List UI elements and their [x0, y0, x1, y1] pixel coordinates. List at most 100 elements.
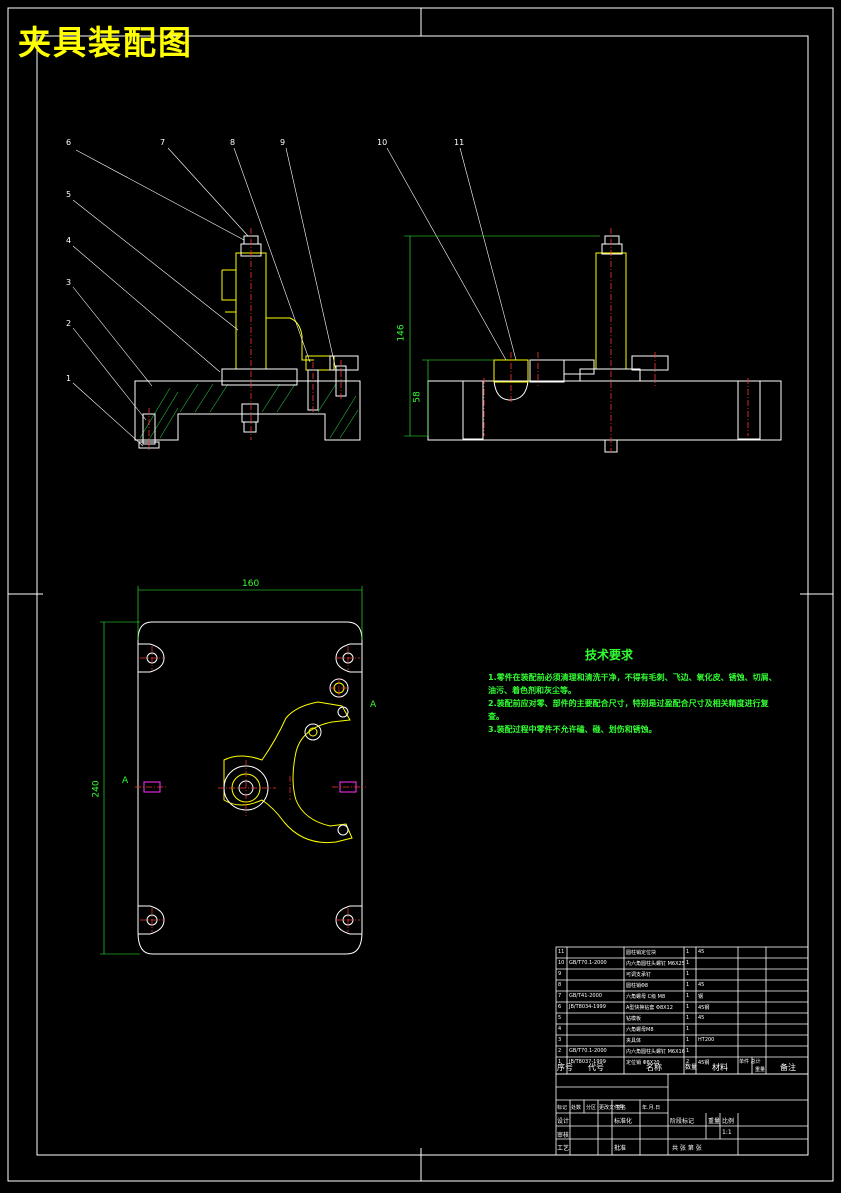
bom-cell: 内六角圆柱头螺钉 M6X25	[626, 961, 685, 967]
leader-9: 9	[280, 138, 286, 147]
bom-cell: 9	[558, 971, 562, 977]
bom-cell: 内六角圆柱头螺钉 M6X16	[626, 1049, 685, 1055]
bom-cell: 6	[558, 1004, 562, 1010]
bom-cell: 1	[686, 1004, 690, 1010]
section-mark-a-left: A	[122, 776, 129, 786]
bom-cell: JB/T8037-1999	[569, 1059, 606, 1065]
bom-header-weight: 单件 总计	[739, 1059, 761, 1065]
bom-cell: 圆柱销Φ8	[626, 983, 649, 989]
tb-process: 工艺	[557, 1145, 570, 1152]
bom-cell: 5	[558, 1015, 562, 1021]
dim-146: 146	[396, 324, 407, 342]
side-view	[427, 235, 782, 453]
bom-cell: A型快换钻套 Φ8X12	[626, 1005, 673, 1011]
bom-grid	[555, 946, 809, 1075]
bom-header-name: 名称	[646, 1063, 662, 1072]
bom-cell: 3	[558, 1037, 562, 1043]
tb-approve: 批准	[614, 1145, 627, 1152]
tb-design: 设计	[557, 1118, 570, 1125]
tb-std: 标准化	[614, 1118, 633, 1125]
side-view-dims	[404, 235, 600, 437]
side-view-leaders	[386, 147, 517, 361]
tech-line-5: 3.装配过程中零件不允许磕、碰、划伤和锈蚀。	[488, 725, 657, 734]
bom-cell: GB/T70.1-2000	[569, 1048, 607, 1054]
bom-cell: 11	[558, 949, 565, 955]
bom-header-code: 代号	[588, 1063, 604, 1072]
leader-7: 7	[160, 138, 166, 147]
bom-cell: 1	[686, 971, 690, 977]
leader-8: 8	[230, 138, 236, 147]
tech-requirements-title: 技术要求	[585, 648, 634, 662]
bom-cell: 钢	[698, 994, 704, 1000]
bom-cell: 2	[558, 1048, 562, 1054]
front-view-centerlines	[148, 228, 342, 452]
bom-header-material: 材料	[712, 1063, 728, 1072]
bom-cell: GB/T70.1-2000	[569, 960, 607, 966]
dim-58: 58	[412, 391, 423, 403]
tb-docno: 更改文件号	[599, 1105, 625, 1111]
bom-cell: 1	[686, 982, 690, 988]
bom-cell: 4	[558, 1026, 562, 1032]
bom-cell: 45	[698, 1015, 705, 1021]
bom-cell: 1	[686, 949, 690, 955]
bom-cell: GB/T41-2000	[569, 993, 602, 999]
bom-cell: 圆柱销定位块	[626, 950, 657, 956]
drawing-title: 夹具装配图	[18, 23, 193, 62]
leader-4: 4	[66, 236, 72, 245]
tb-sign: 签名	[616, 1105, 627, 1111]
bom-cell: 45钢	[698, 1060, 710, 1066]
tb-sheets: 共 张 第 张	[672, 1145, 702, 1152]
bom-cell: HT200	[698, 1037, 715, 1043]
tb-ratio: 比例	[722, 1118, 735, 1125]
top-view-centerlines	[135, 646, 366, 932]
dim-240: 240	[91, 780, 102, 798]
inner-frame	[36, 35, 809, 1156]
bom-cell: 45	[698, 949, 705, 955]
bom-cell: 定位销 Φ8X20	[626, 1060, 660, 1066]
tech-line-4: 查。	[488, 712, 504, 721]
front-view-leaders	[72, 147, 337, 447]
bom-cell: 夹具体	[626, 1038, 642, 1044]
bom-cell: 1	[686, 993, 690, 999]
bom-cell: 可调支承钉	[626, 972, 652, 978]
leader-10: 10	[377, 138, 388, 147]
bom-header-weight2: 重量	[755, 1067, 766, 1073]
bom-cell: 六角螺母 C级 M8	[626, 994, 666, 1000]
front-section-view	[134, 235, 361, 449]
title-block-grid	[555, 1073, 809, 1156]
bom-cell: 1	[686, 1015, 690, 1021]
tech-line-1: 1.零件在装配前必须清理和清洗干净，不得有毛刺、飞边、氧化皮、锈蚀、切屑、	[488, 673, 777, 682]
bom-cell: 10	[558, 960, 565, 966]
bom-cell: 1	[686, 960, 690, 966]
bom-cell: 钻模板	[626, 1016, 642, 1022]
leader-11: 11	[454, 138, 465, 147]
tb-zone: 分区	[586, 1105, 597, 1111]
bom-cell: 1	[686, 1037, 690, 1043]
bom-cell: 2	[686, 1059, 690, 1065]
leader-6: 6	[66, 138, 72, 147]
tb-weight: 重量	[708, 1118, 721, 1125]
bom-header-qty: 数量	[685, 1064, 698, 1071]
bom-cell: 45	[698, 982, 705, 988]
tb-scale: 1:1	[722, 1129, 732, 1136]
bom-cell: 1	[686, 1048, 690, 1054]
tb-review: 审核	[557, 1132, 570, 1139]
bom-cell: 六角螺母M8	[626, 1027, 654, 1033]
bom-cell: 8	[558, 982, 562, 988]
side-view-centerlines	[483, 228, 749, 452]
top-view	[137, 621, 363, 955]
bom-cell: 1	[686, 1026, 690, 1032]
bom-cell: 45钢	[698, 1005, 710, 1011]
leader-2: 2	[66, 319, 72, 328]
tb-mark: 标记	[557, 1105, 568, 1111]
tb-count: 处数	[571, 1105, 582, 1111]
dim-160: 160	[242, 579, 260, 589]
tech-line-3: 2.装配前应对零、部件的主要配合尺寸，特别是过盈配合尺寸及相关精度进行复	[488, 699, 769, 708]
bom-cell: 7	[558, 993, 562, 999]
bom-header-note: 备注	[780, 1063, 796, 1072]
section-mark-a-right: A	[370, 700, 377, 710]
tb-stage: 阶段标记	[670, 1118, 695, 1125]
tb-date: 年.月.日	[642, 1105, 661, 1111]
